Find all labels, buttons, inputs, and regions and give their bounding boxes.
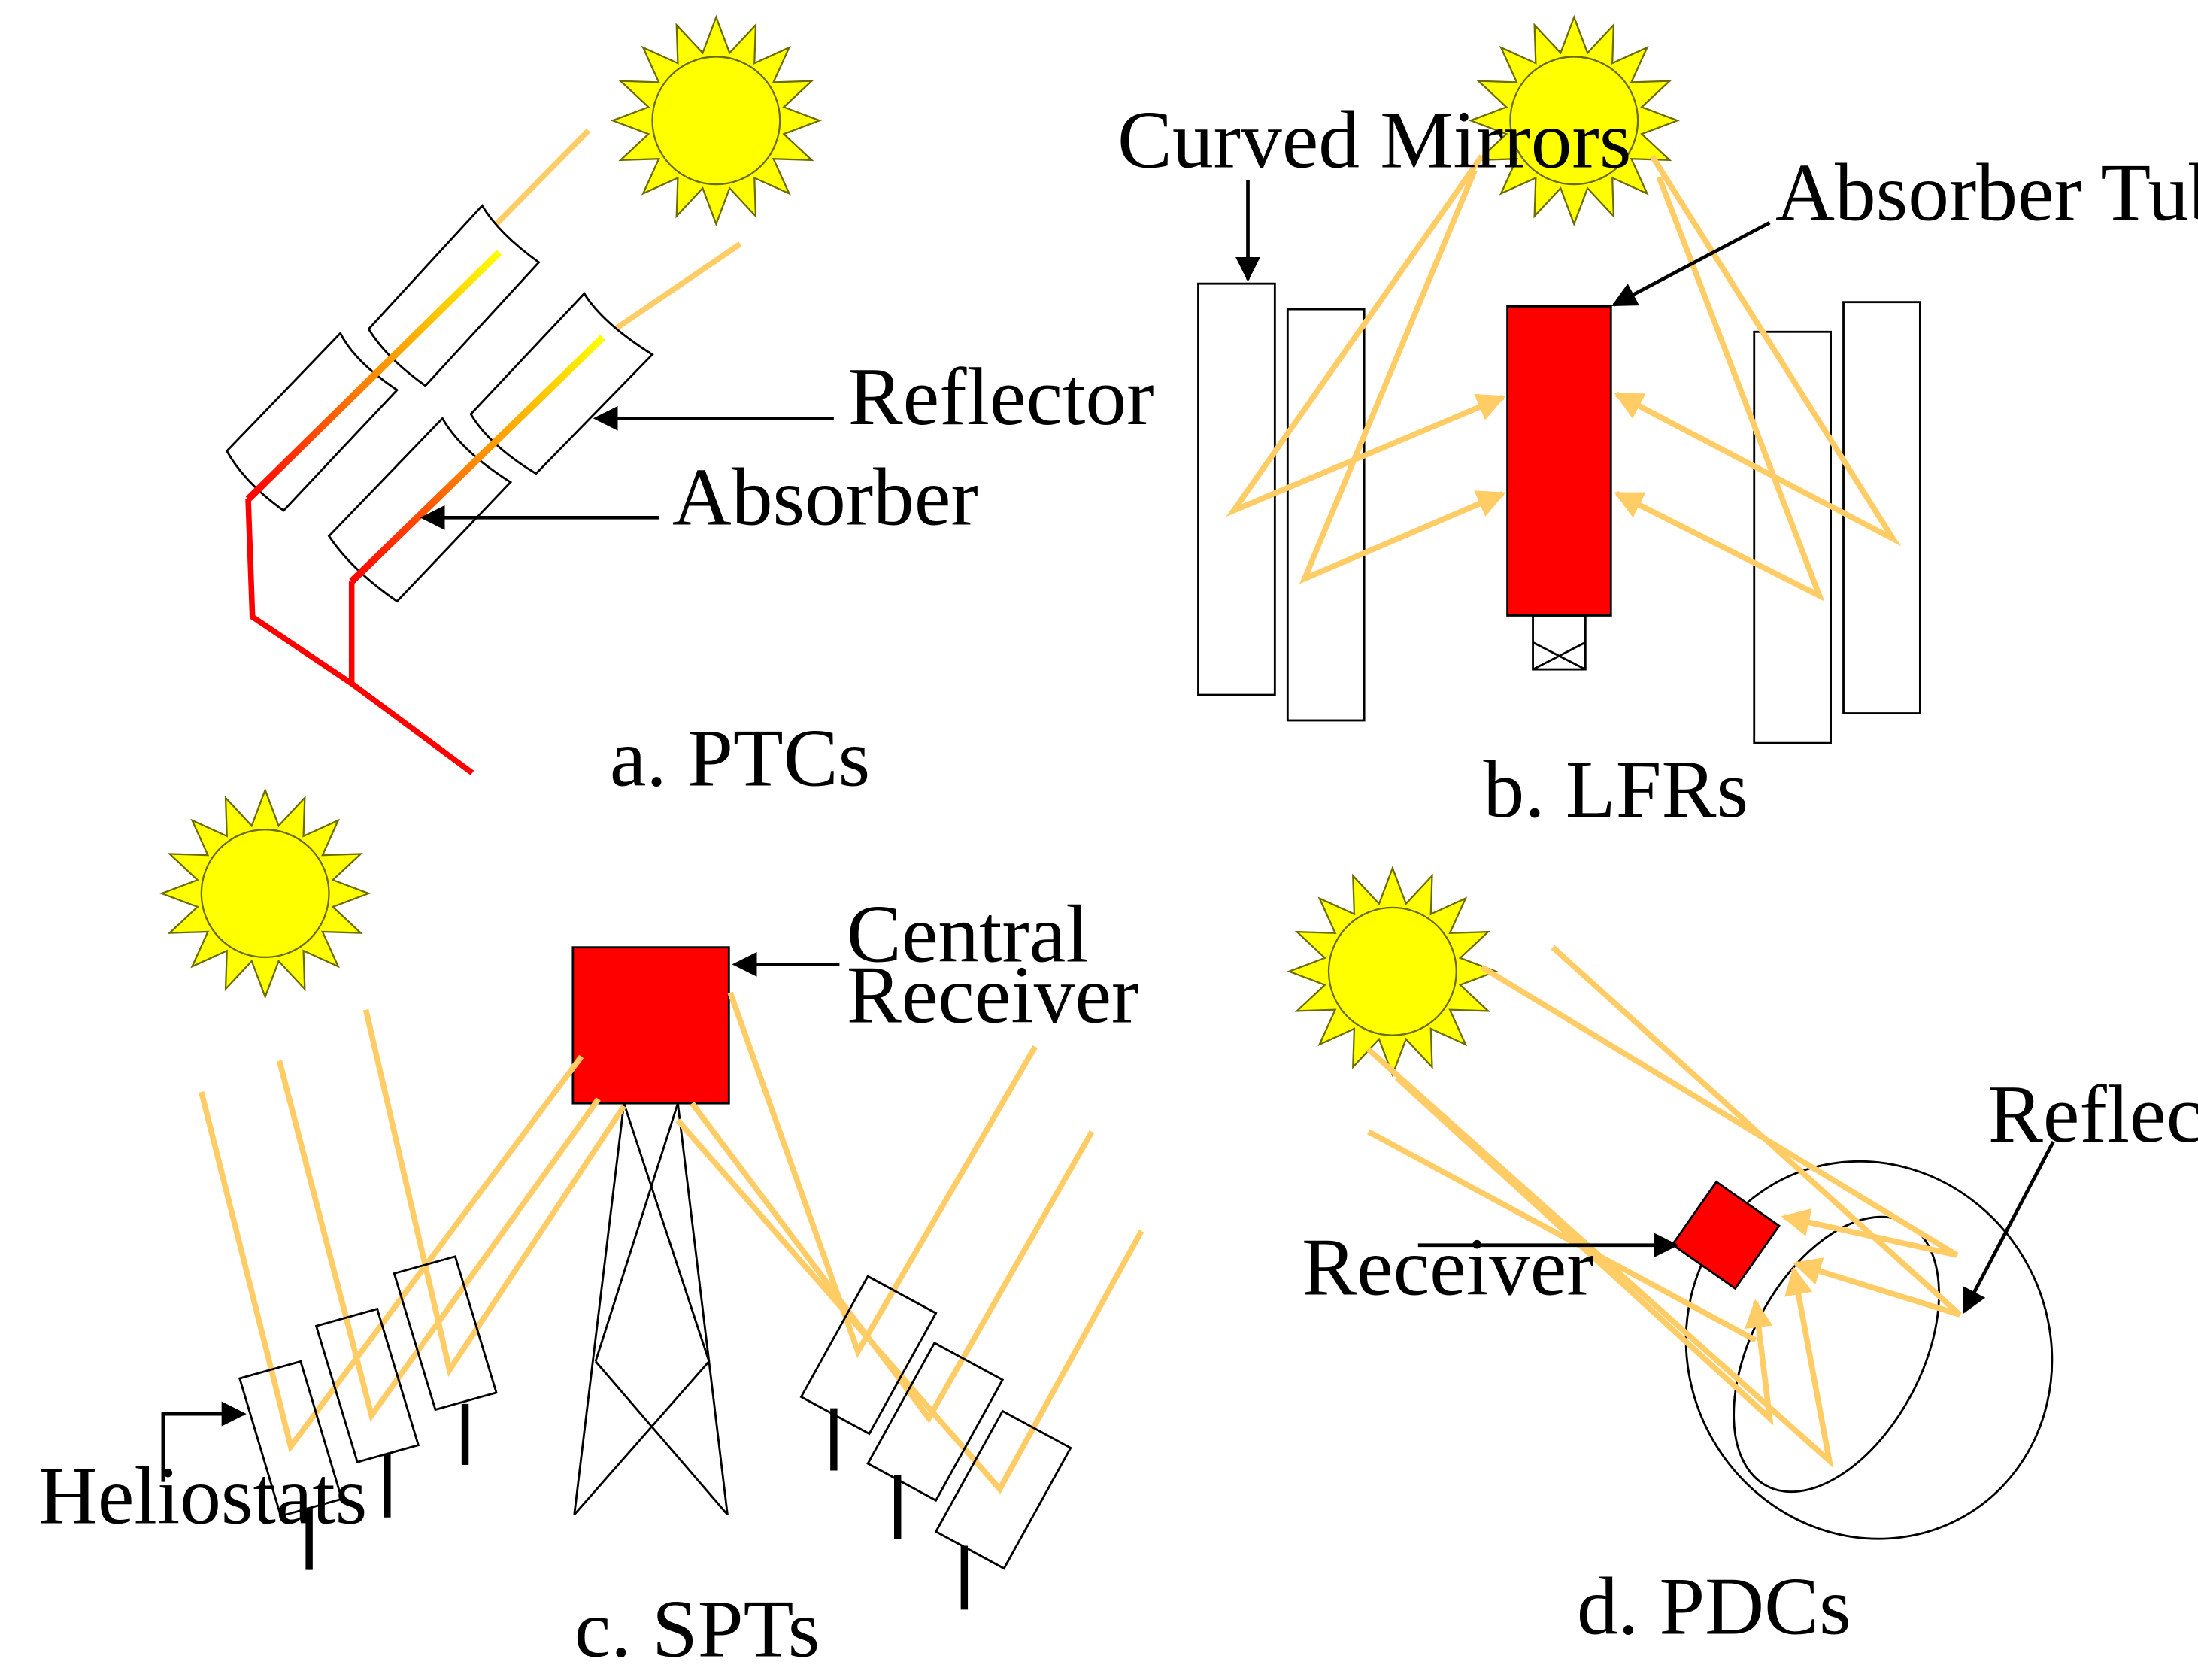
- heliostat: [393, 1255, 498, 1412]
- absorber-tubes: [245, 250, 605, 584]
- sun-disc-icon: [200, 829, 330, 959]
- heliostat: [866, 1341, 1005, 1503]
- linear-fresnel-mirrors: [1197, 282, 1921, 744]
- caption-a: a. PTCs: [610, 713, 870, 804]
- heliostats-left: [238, 1255, 498, 1518]
- label-receiver: Receiver: [1302, 1222, 1594, 1313]
- heliostat: [314, 1307, 420, 1463]
- label-absorber-tube: Absorber Tube: [1775, 147, 2198, 238]
- fresnel-mirror: [1286, 308, 1366, 722]
- label-heliostats: Heliostats: [38, 1450, 367, 1541]
- heliostat: [799, 1275, 938, 1436]
- sun-disc-icon: [1509, 56, 1639, 186]
- panel-c-rays-right: [675, 991, 1144, 1494]
- caption-d: d. PDCs: [1577, 1560, 1851, 1651]
- label-central-receiver-line2: Receiver: [847, 950, 1139, 1041]
- sun-icon: [159, 787, 371, 999]
- fresnel-mirror: [1753, 330, 1832, 744]
- caption-b: b. LFRs: [1484, 744, 1748, 835]
- panel-d-pdc: Reflector Receiver d. PDCs: [1287, 866, 2198, 1651]
- label-curved-mirrors: Curved Mirrors: [1117, 95, 1631, 186]
- label-reflector-d: Reflector: [1988, 1069, 2198, 1160]
- heliostat-posts: [305, 1403, 969, 1610]
- receiver-tower: [573, 1102, 729, 1515]
- heliostats-right: [799, 1275, 1072, 1570]
- panel-d-rays: [1366, 945, 1962, 1469]
- fresnel-mirror: [1197, 282, 1276, 696]
- fresnel-mirror: [1842, 301, 1921, 714]
- trough-reflector: [226, 331, 399, 512]
- absorber-support: [1532, 614, 1587, 671]
- reflector-arrow: [1962, 1140, 2055, 1315]
- label-absorber: Absorber: [672, 452, 978, 543]
- heliostats-arrow: [161, 1401, 247, 1482]
- sun-disc-icon: [651, 56, 781, 186]
- label-reflector: Reflector: [848, 351, 1154, 442]
- trough-reflectors: [226, 204, 654, 603]
- label-central-receiver-line1: Central: [847, 889, 1089, 980]
- trough-reflector: [469, 292, 654, 475]
- panel-a-ptc: Reflector Absorber a. PTCs: [226, 14, 1154, 804]
- caption-c: c. SPTs: [575, 1584, 820, 1675]
- absorber-tube: [1506, 305, 1612, 617]
- central-receiver: [571, 946, 730, 1105]
- absorber-tube-arrow: [1611, 220, 1771, 307]
- panel-c-spt: Central Receiver Heliostats c. SPTs: [38, 787, 1144, 1675]
- sun-disc-icon: [1327, 906, 1457, 1036]
- sun-icon: [1287, 866, 1499, 1078]
- panel-c-rays-left: [199, 1008, 626, 1454]
- panel-b-lfr: Curved Mirrors Absorber Tube b. LFRs: [1117, 14, 2198, 835]
- sun-icon: [1468, 14, 1680, 226]
- absorber-piping: [245, 499, 474, 775]
- panel-b-rays: [1226, 154, 1902, 602]
- heliostat: [238, 1360, 344, 1518]
- dish-receiver: [1671, 1180, 1781, 1290]
- sun-icon: [610, 14, 823, 226]
- heliostat: [934, 1409, 1072, 1570]
